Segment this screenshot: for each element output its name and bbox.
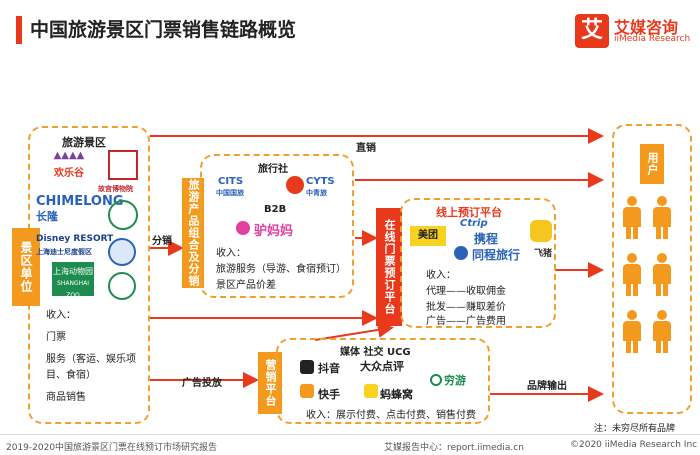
- fliggy-icon: [530, 220, 552, 242]
- scenic-emblem-2-icon: [108, 238, 136, 266]
- mafengwo-logo: 蚂蜂窝: [380, 388, 413, 401]
- douyin-logo: 抖音: [318, 362, 340, 375]
- agency-income-item: 景区产品价差: [216, 280, 276, 291]
- scenic-emblem-3-icon: [108, 272, 136, 300]
- cits-logo: CITS: [218, 176, 244, 187]
- user-group-icon: [622, 196, 672, 353]
- page-title: 中国旅游景区门票销售链路概览: [30, 19, 297, 41]
- brand-logo-icon: 艾: [575, 14, 609, 48]
- marketing-platform-tag: 营销平台: [258, 352, 282, 414]
- qyer-icon: [430, 374, 442, 386]
- title-accent-bar: [16, 16, 22, 44]
- kuaishou-logo: 快手: [318, 388, 340, 401]
- person-icon: [652, 310, 672, 353]
- scenic-income-item: 目、食宿）: [46, 370, 96, 381]
- product-combo-tag: 旅游产品组合及分销: [182, 178, 204, 288]
- agency-income-item: 旅游服务（导游、食宿预订）: [216, 264, 346, 275]
- disney-cn-label: 上海迪士尼度假区: [36, 248, 92, 256]
- cyts-logo: CYTS: [306, 176, 335, 187]
- online-income-item: 批发——赚取差价: [426, 302, 506, 313]
- cyts-cn-label: 中青旅: [306, 189, 327, 197]
- online-income-item: 代理——收取佣金: [426, 286, 506, 297]
- travel-agency-title: 旅行社: [258, 164, 288, 175]
- person-icon: [652, 253, 672, 296]
- tongcheng-logo: 同程旅行: [472, 248, 521, 262]
- footer-report-title: 2019-2020中国旅游景区门票在线预订市场研究报告: [6, 443, 218, 453]
- scenic-emblem-icon: [108, 200, 138, 230]
- scenic-unit-tag: 景区单位: [12, 228, 40, 306]
- online-income-title: 收入：: [426, 270, 456, 281]
- marketing-box: [276, 338, 490, 424]
- chimelong-cn-label: 长隆: [36, 210, 58, 223]
- lvmama-icon: [236, 221, 250, 235]
- b2b-label: B2B: [264, 204, 287, 215]
- scenic-income-item: 门票: [46, 332, 66, 343]
- cits-cn-label: 中国国旅: [216, 189, 244, 197]
- direct-sales-label: 直销: [356, 143, 376, 154]
- note-text: 注：未穷尽所有品牌: [594, 424, 676, 434]
- user-tag: 用户: [640, 144, 664, 184]
- scenic-income-item: 服务（客运、娱乐项: [46, 354, 136, 365]
- chimelong-logo: CHIMELONG: [36, 194, 124, 209]
- brand-name: 艾媒咨询: [614, 18, 679, 37]
- marketing-income: 收入：展示付费、点击付费、销售付费: [306, 410, 476, 421]
- ctrip-cn-label: 携程: [474, 232, 499, 246]
- palace-museum-label: 故宫博物院: [98, 185, 133, 193]
- shanghai-zoo-logo: 上海动物园 SHANGHAI ZOO: [52, 262, 94, 299]
- happy-valley-icon: ▲▲▲▲: [53, 150, 85, 161]
- tongcheng-icon: [454, 246, 468, 260]
- marketing-title: 媒体 社交 UCG: [340, 347, 411, 358]
- scenic-income-item: 商品销售: [46, 392, 86, 403]
- distribution-label: 分销: [152, 236, 172, 247]
- meituan-logo: 美团: [410, 226, 446, 246]
- agency-income-title: 收入：: [216, 248, 246, 259]
- cyts-icon: [286, 176, 304, 194]
- footer-copyright: ©2020 iiMedia Research Inc: [570, 440, 698, 450]
- footer-report-center: 艾媒报告中心：report.iimedia.cn: [384, 443, 524, 453]
- person-icon: [622, 310, 642, 353]
- person-icon: [622, 196, 642, 239]
- user-box: [612, 124, 692, 414]
- fliggy-logo: 飞猪: [534, 249, 553, 259]
- footer-divider: [0, 434, 700, 435]
- qyer-logo: 穷游: [444, 374, 466, 387]
- douyin-icon: [300, 360, 314, 374]
- mafengwo-icon: [364, 384, 378, 398]
- person-icon: [652, 196, 672, 239]
- scenic-area-title: 旅游景区: [62, 136, 106, 149]
- online-income-item: 广告——广告费用: [426, 316, 506, 327]
- palace-museum-icon: [108, 150, 138, 180]
- lvmama-logo: 驴妈妈: [254, 224, 294, 239]
- happy-valley-logo-label: 欢乐谷: [54, 168, 84, 179]
- dianping-logo: 大众点评: [360, 360, 404, 373]
- person-icon: [622, 253, 642, 296]
- brand-output-label: 品牌输出: [527, 381, 567, 392]
- disney-logo: Disney RESORT: [36, 234, 114, 244]
- ctrip-logo: Ctrip: [460, 218, 488, 229]
- travel-agency-box: [200, 154, 354, 298]
- scenic-income-title: 收入：: [46, 310, 76, 321]
- online-platform-box: [400, 198, 556, 328]
- brand-subtitle: iiMedia Research: [614, 34, 691, 44]
- online-platform-title: 线上预订平台: [436, 206, 502, 219]
- online-ticket-tag: 在线门票预订平台: [376, 208, 402, 326]
- kuaishou-icon: [300, 384, 314, 398]
- ad-placement-label: 广告投放: [182, 378, 222, 389]
